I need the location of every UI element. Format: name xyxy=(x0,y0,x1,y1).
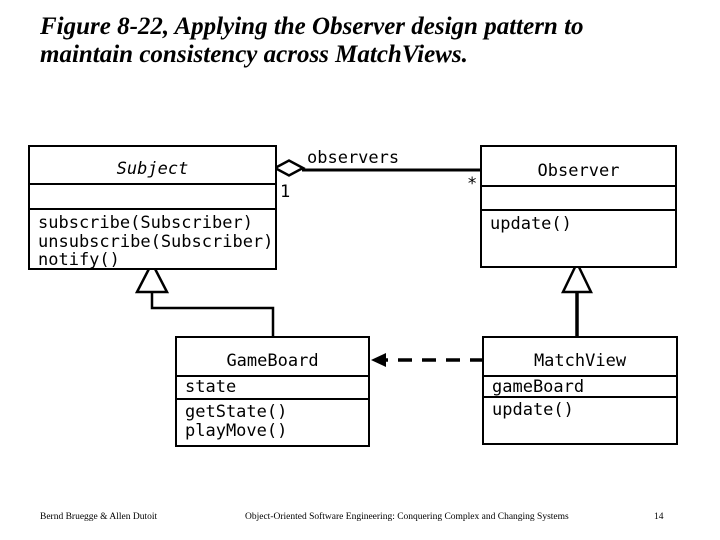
association-label-observers: observers xyxy=(307,148,400,168)
multiplicity-observer: * xyxy=(467,174,478,194)
class-attributes-observer xyxy=(482,187,675,211)
class-box-matchview: MatchView gameBoard update() xyxy=(482,336,678,445)
footer-book-title: Object-Oriented Software Engineering: Co… xyxy=(245,512,569,522)
class-name-matchview: MatchView xyxy=(484,338,676,377)
multiplicity-subject: 1 xyxy=(280,182,291,202)
operation: playMove() xyxy=(185,420,288,440)
footer-authors: Bernd Bruegge & Allen Dutoit xyxy=(40,512,158,522)
attribute: gameBoard xyxy=(492,377,585,397)
slide-title: Figure 8-22, Applying the Observer desig… xyxy=(40,13,690,69)
class-operations-observer: update() xyxy=(482,211,675,234)
operation: update() xyxy=(492,400,574,420)
dependency-arrowhead-icon xyxy=(371,353,386,367)
attribute: state xyxy=(185,377,237,397)
class-attributes-subject xyxy=(30,185,275,210)
class-operations-subject: subscribe(Subscriber) unsubscribe(Subscr… xyxy=(30,210,275,270)
operation: subscribe(Subscriber) xyxy=(38,213,253,233)
slide-title-line1: Figure 8-22, Applying the Observer desig… xyxy=(40,13,584,40)
class-operations-matchview: update() xyxy=(484,398,676,420)
operation: unsubscribe(Subscriber) xyxy=(38,231,274,252)
aggregation-diamond-icon xyxy=(272,159,306,177)
class-box-observer: Observer update() xyxy=(480,145,677,268)
class-box-subject: Subject subscribe(Subscriber) unsubscrib… xyxy=(28,145,277,270)
class-attributes-matchview: gameBoard xyxy=(484,377,676,398)
class-name-subject: Subject xyxy=(30,147,275,185)
footer-page-number: 14 xyxy=(654,512,664,522)
generalization-line-gameboard-subject xyxy=(150,291,275,336)
class-box-gameboard: GameBoard state getState() playMove() xyxy=(175,336,370,447)
slide-title-line2: maintain consistency across MatchViews. xyxy=(40,41,468,68)
class-attributes-gameboard: state xyxy=(177,377,368,400)
operation: getState() xyxy=(185,402,288,422)
class-name-gameboard: GameBoard xyxy=(177,338,368,377)
class-name-observer: Observer xyxy=(482,147,675,187)
operation: update() xyxy=(490,214,572,234)
class-operations-gameboard: getState() playMove() xyxy=(177,400,368,440)
operation: notify() xyxy=(38,250,120,270)
